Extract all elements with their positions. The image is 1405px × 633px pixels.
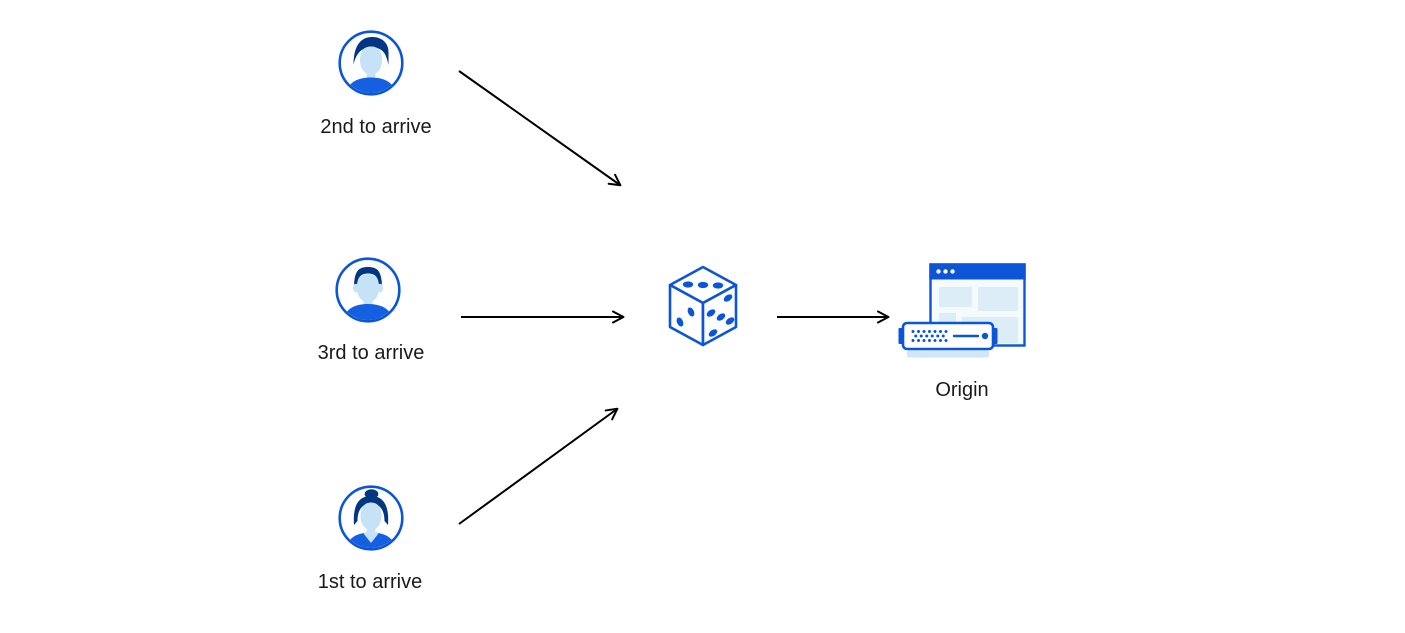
user-label-2nd: 2nd to arrive bbox=[320, 116, 432, 138]
woman-bun-avatar-icon bbox=[338, 485, 404, 551]
dice-icon bbox=[667, 264, 739, 348]
origin-label: Origin bbox=[935, 379, 989, 401]
arrow-user2-to-dice bbox=[458, 70, 622, 187]
user-label-3rd: 3rd to arrive bbox=[317, 342, 425, 364]
man-short-hair-avatar-icon bbox=[335, 257, 401, 323]
arrow-user1-to-dice bbox=[458, 407, 619, 525]
user-label-1st: 1st to arrive bbox=[317, 571, 423, 593]
man-swept-hair-avatar-icon bbox=[338, 30, 404, 96]
origin-server-browser-icon bbox=[896, 263, 1028, 365]
